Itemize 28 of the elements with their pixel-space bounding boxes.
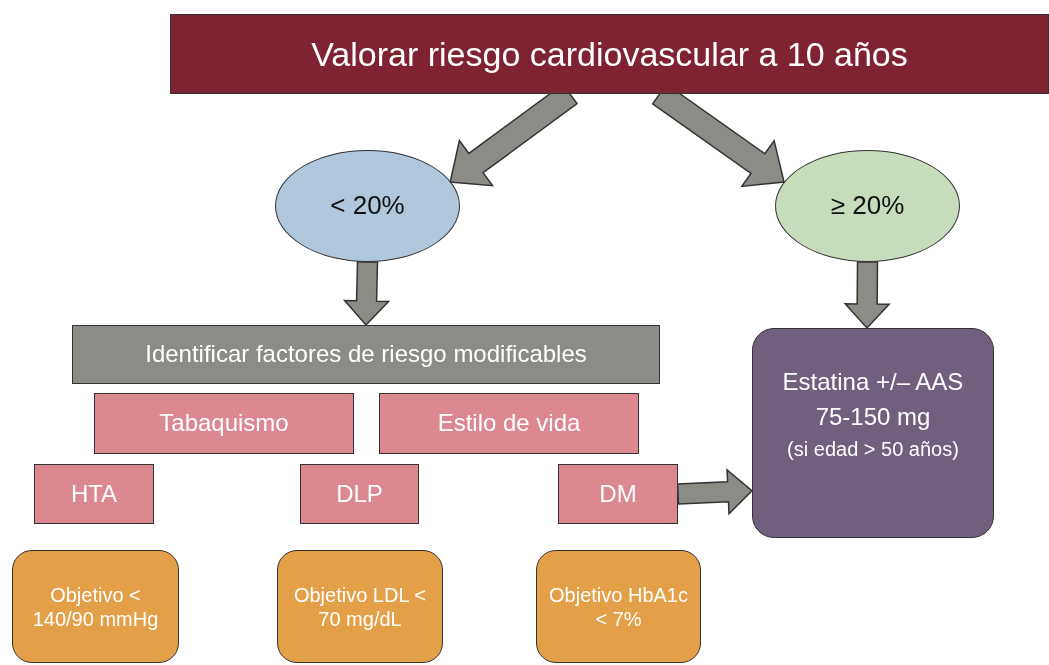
title-banner [170,14,1049,94]
node-label: Estilo de vida [436,409,582,438]
node-label: DM [598,479,638,509]
node-note: (si edad > 50 años) [786,436,960,462]
node-label: Objetivo < 140/90 mmHg [31,582,160,631]
risk-factor-box [94,393,354,454]
block-arrow [676,468,754,516]
block-arrow [843,261,891,330]
treatment-box [752,328,994,538]
risk-factor-box [379,393,639,454]
block-arrow [342,261,391,327]
target-box [277,550,443,663]
node-label: Valorar riesgo cardiovascular a 10 años [310,33,909,75]
risk-factor-box [300,464,419,524]
target-box [536,550,701,663]
node-label: ≥ 20% [829,190,906,222]
target-box [12,550,179,663]
node-label: Estatina +/– AAS 75-150 mg [781,367,965,432]
node-label: HTA [69,479,119,509]
node-label: Tabaquismo [158,409,290,438]
risk-factor-box [34,464,154,524]
node-label: DLP [335,479,384,509]
step-box [72,325,660,384]
node-label: Objetivo LDL < 70 mg/dL [292,582,428,631]
risk-factor-box [558,464,678,524]
node-label: Objetivo HbA1c < 7% [548,582,689,631]
node-label: < 20% [329,190,406,222]
node-label: Identificar factores de riesgo modificables [144,340,588,369]
